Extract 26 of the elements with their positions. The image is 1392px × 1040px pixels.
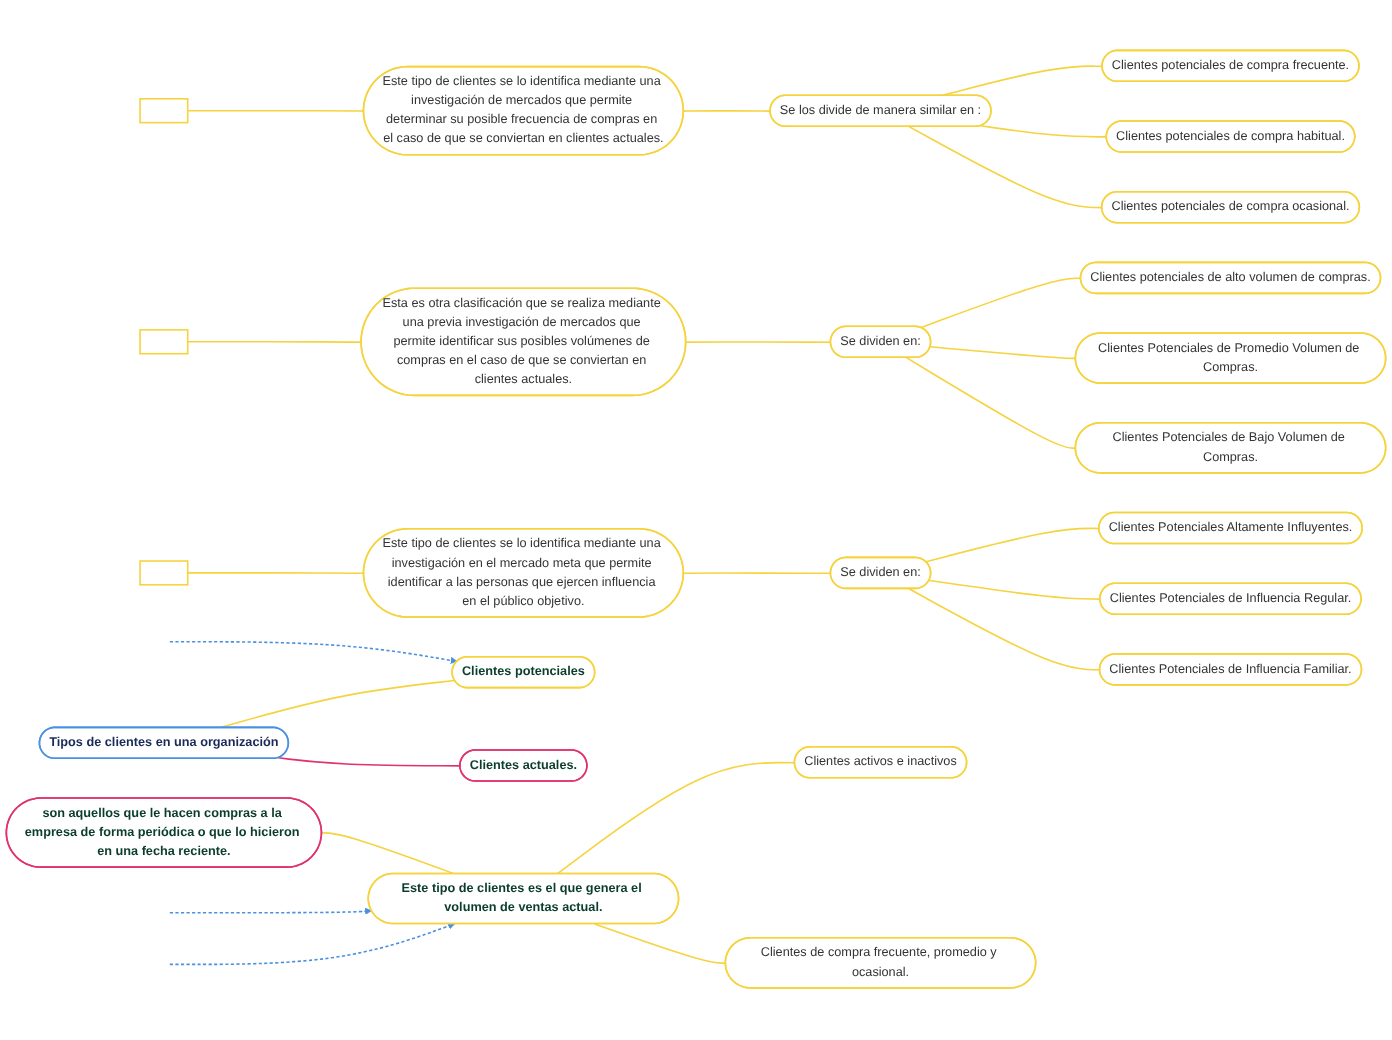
connector (186, 573, 365, 575)
connector (186, 110, 365, 113)
arrow (169, 908, 372, 916)
connector (940, 66, 1104, 98)
connector (908, 126, 1103, 210)
connector (979, 125, 1108, 139)
node-box (139, 561, 189, 587)
arrow (169, 641, 458, 665)
arrow (169, 923, 455, 967)
connector (556, 762, 796, 876)
connector (321, 833, 456, 876)
connector (186, 341, 363, 344)
connector (277, 757, 462, 768)
connector (908, 588, 1101, 672)
node-box (139, 330, 189, 356)
node-box (139, 98, 189, 125)
connector (682, 110, 772, 113)
connector (919, 278, 1082, 330)
connector (928, 580, 1102, 601)
connector (905, 357, 1077, 450)
connector (218, 680, 456, 730)
connector (682, 573, 832, 575)
connector (929, 346, 1077, 361)
connector (593, 924, 727, 965)
connector (925, 528, 1101, 564)
connector (685, 342, 832, 344)
